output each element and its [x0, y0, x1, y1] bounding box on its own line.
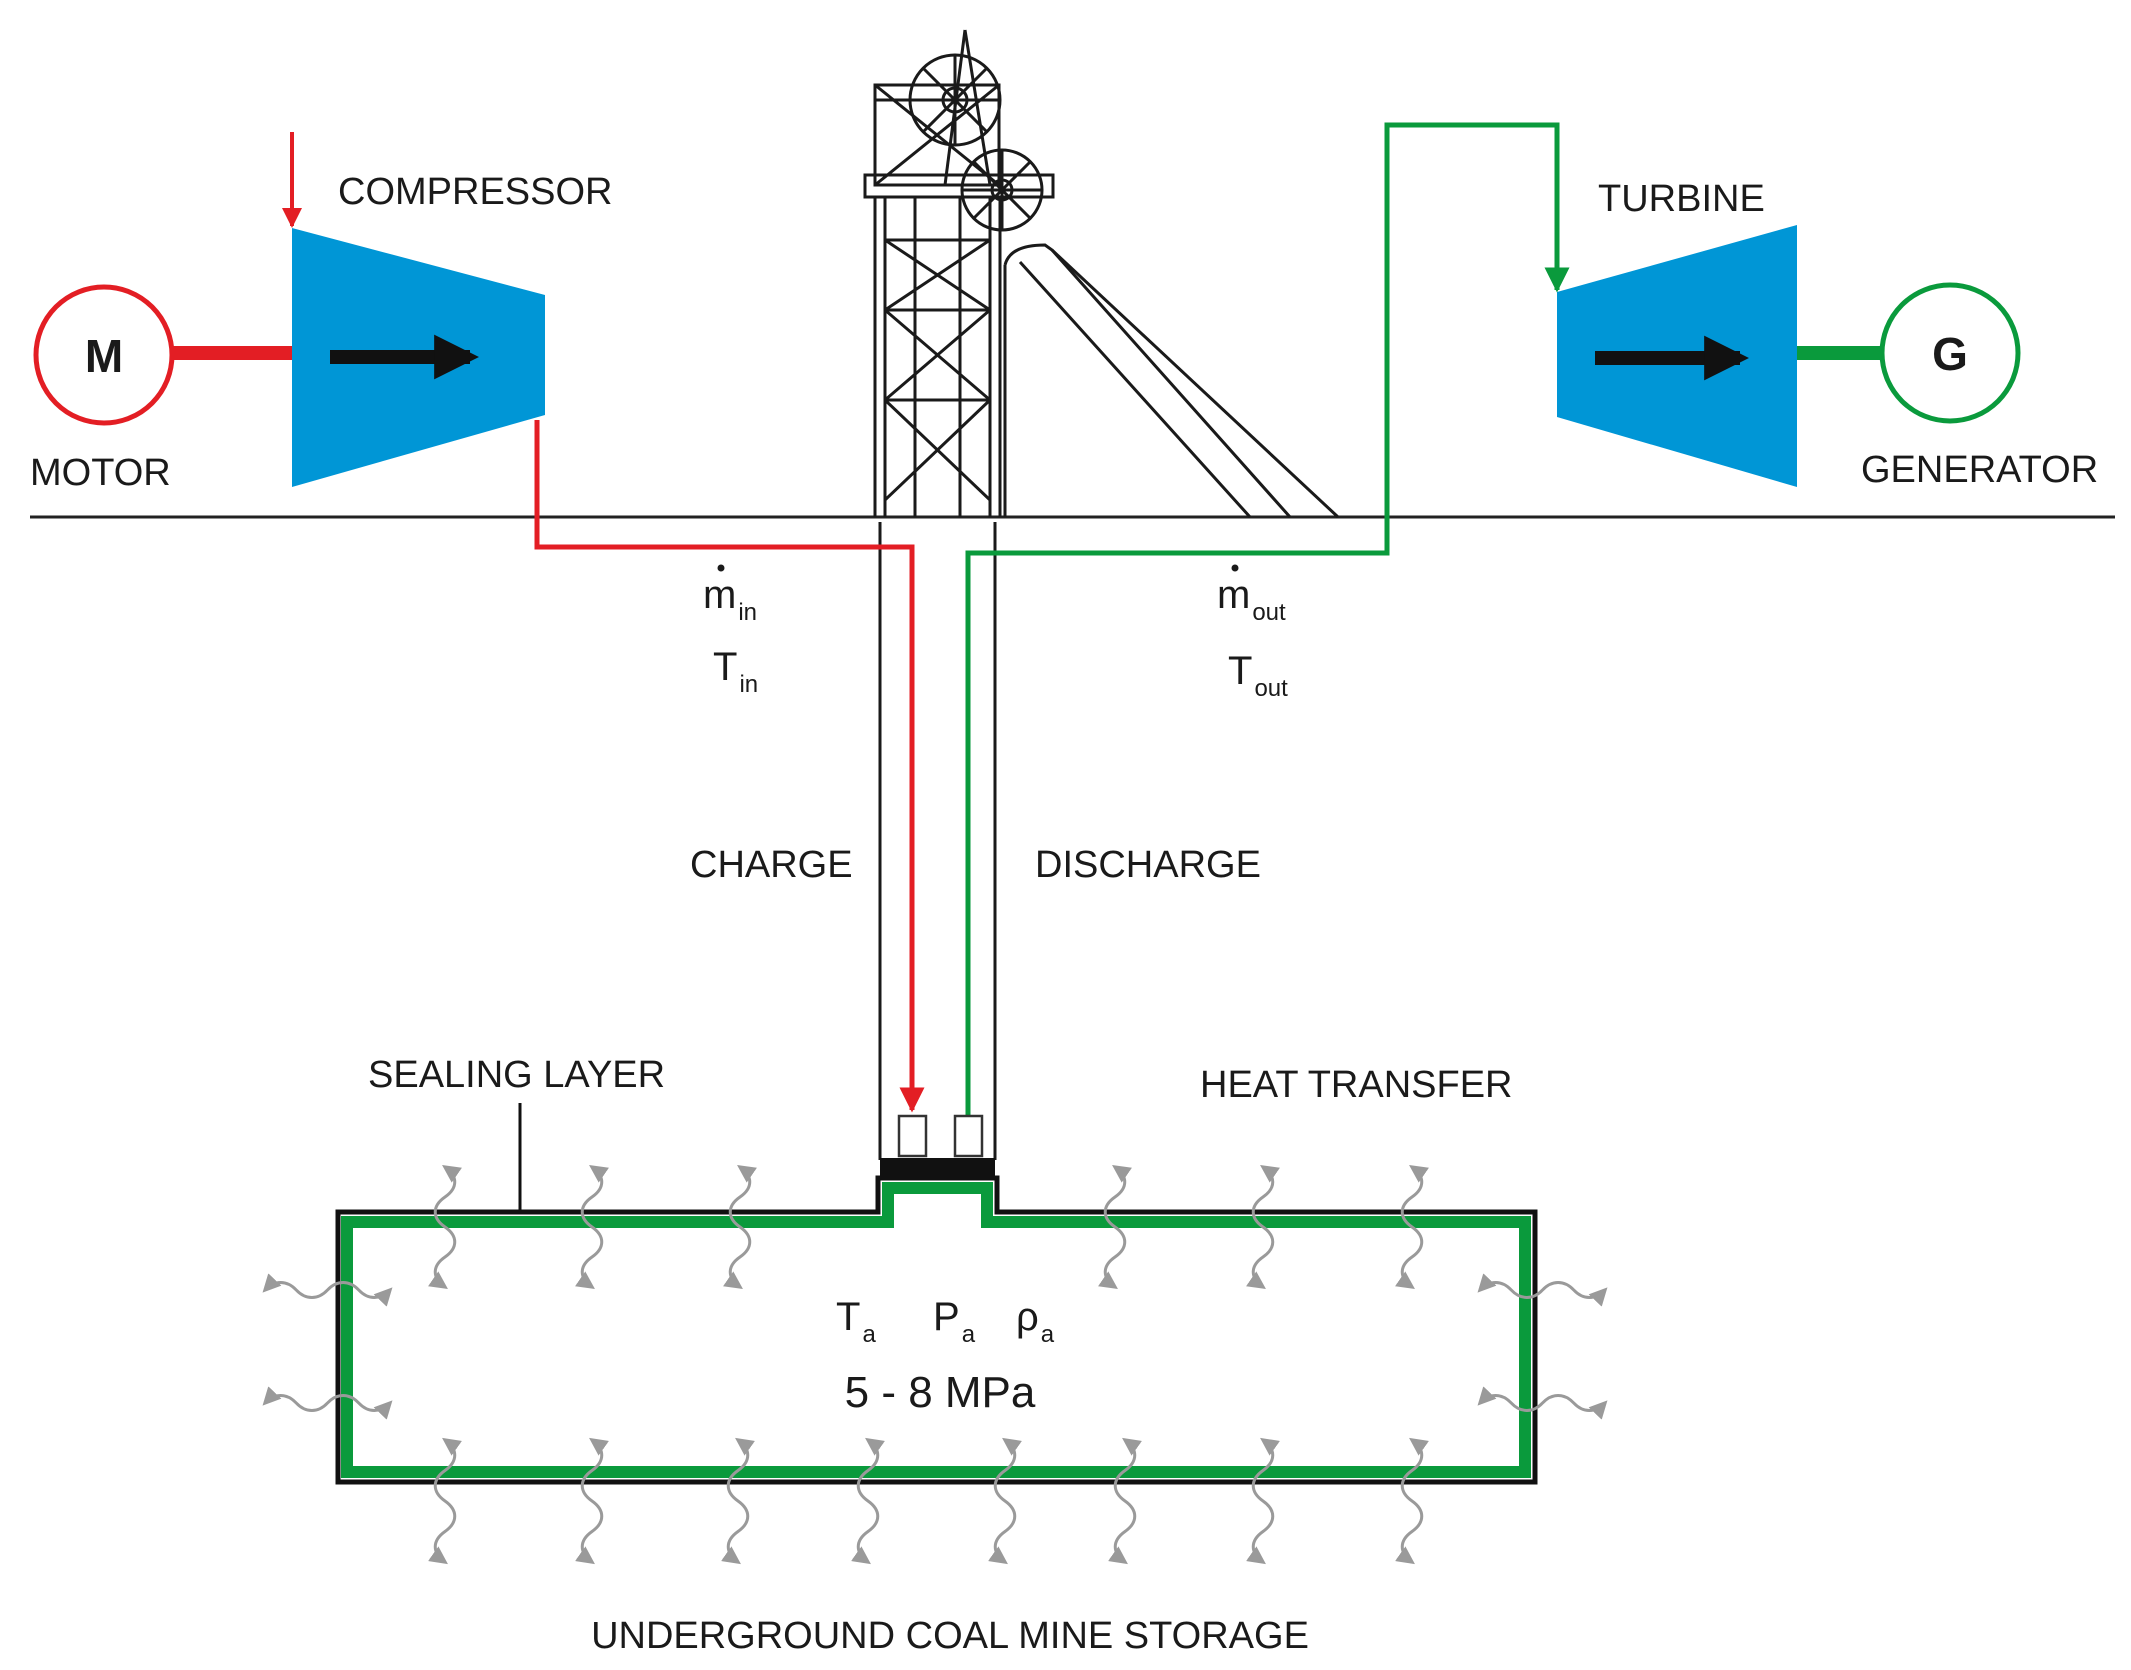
m-out-symbol: mout: [1217, 564, 1286, 626]
svg-text:Ta: Ta: [836, 1295, 876, 1348]
heat-arrow-icon: [428, 1437, 462, 1565]
generator: G: [1879, 282, 2021, 424]
heat-transfer-arrows: [262, 1164, 1608, 1565]
heat-arrow-icon: [262, 1273, 393, 1307]
t-out-symbol: Tout: [1228, 649, 1288, 702]
mine-shaft: [878, 522, 997, 1160]
heat-arrow-icon: [1395, 1437, 1429, 1565]
t-in-symbol: Tin: [713, 645, 758, 698]
turbine-label: TURBINE: [1598, 178, 1765, 220]
m-in-symbol: min: [703, 564, 757, 626]
charge-label: CHARGE: [690, 844, 853, 886]
p-a-symbol: Pa: [933, 1295, 976, 1348]
mine-headframe-icon: [863, 29, 1340, 519]
svg-text:mout: mout: [1217, 573, 1286, 626]
charge-pipe: [534, 420, 925, 1113]
discharge-valve: [953, 1114, 984, 1158]
heat-arrow-icon: [723, 1164, 757, 1290]
discharge-label: DISCHARGE: [1035, 844, 1261, 886]
heat-arrow-icon: [1098, 1164, 1132, 1290]
generator-label: GENERATOR: [1861, 449, 2098, 491]
charge-valve: [897, 1114, 928, 1158]
generator-symbol: G: [1932, 328, 1968, 380]
discharge-pipe: [965, 122, 1570, 1118]
heat-arrow-icon: [721, 1437, 755, 1565]
heat-arrow-icon: [575, 1437, 609, 1565]
heat-arrow-icon: [575, 1164, 609, 1290]
motor: M: [33, 284, 175, 426]
heat-arrow-icon: [1246, 1437, 1280, 1565]
rho-a-symbol: ρa: [1016, 1295, 1055, 1348]
heat-arrow-icon: [1477, 1273, 1608, 1307]
storage-label: UNDERGROUND COAL MINE STORAGE: [591, 1615, 1309, 1657]
compressor-label: COMPRESSOR: [338, 171, 612, 213]
heat-arrow-icon: [262, 1386, 393, 1420]
heat-arrow-icon: [1108, 1437, 1142, 1565]
svg-text:Pa: Pa: [933, 1295, 976, 1348]
heat-arrow-icon: [1246, 1164, 1280, 1290]
motor-label: MOTOR: [30, 452, 171, 494]
shaft-plug: [880, 1158, 995, 1178]
heat-transfer-label: HEAT TRANSFER: [1200, 1064, 1513, 1106]
svg-text:ρa: ρa: [1016, 1295, 1055, 1348]
pressure-range: 5 - 8 MPa: [845, 1368, 1036, 1417]
t-a-symbol: Ta: [836, 1295, 876, 1348]
heat-arrow-icon: [851, 1437, 885, 1565]
heat-arrow-icon: [988, 1437, 1022, 1565]
svg-text:Tout: Tout: [1228, 649, 1288, 702]
svg-text:Tin: Tin: [713, 645, 758, 698]
heat-arrow-icon: [1395, 1164, 1429, 1290]
sealing-layer-label: SEALING LAYER: [368, 1054, 665, 1096]
svg-text:min: min: [703, 573, 757, 626]
heat-arrow-icon: [428, 1164, 462, 1290]
motor-symbol: M: [85, 330, 123, 382]
heat-arrow-icon: [1477, 1386, 1608, 1420]
